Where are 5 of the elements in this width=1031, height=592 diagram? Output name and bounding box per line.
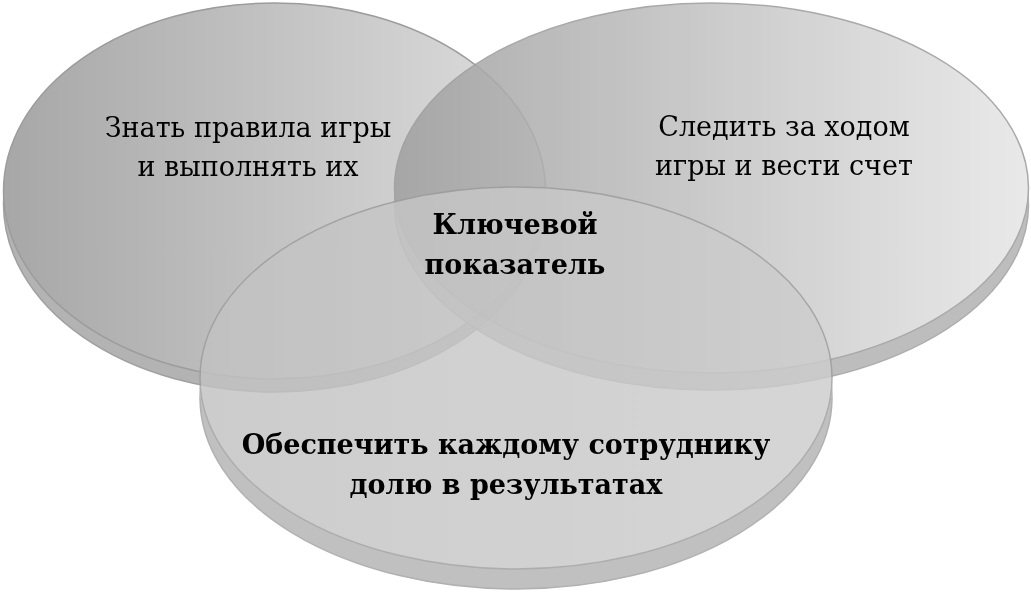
disc-text: Следить за ходом игры и вести счет bbox=[654, 110, 914, 183]
venn-disc bbox=[198, 186, 834, 591]
disc-text: Знать правила игры и выполнять их bbox=[103, 111, 393, 184]
disc-text: Обеспечить каждому сотруднику долю в результатах bbox=[240, 428, 772, 502]
overlap-label: Ключевой показатель bbox=[423, 208, 607, 282]
